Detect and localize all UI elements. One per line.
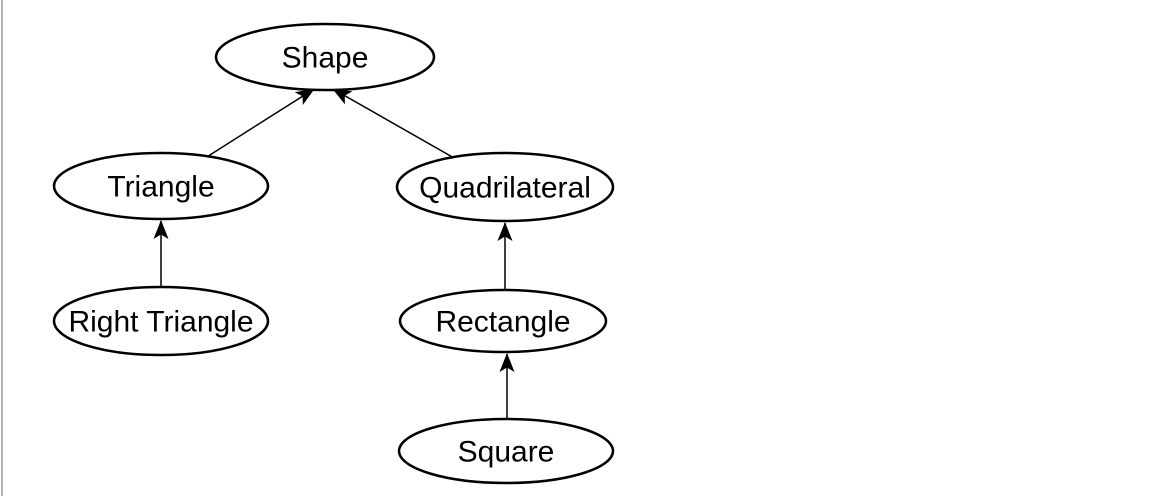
node-label-triangle: Triangle bbox=[107, 171, 214, 204]
node-ellipse-triangle bbox=[52, 151, 270, 221]
node-rectangle: Rectangle bbox=[398, 288, 608, 354]
node-ellipse-shape bbox=[214, 22, 436, 92]
node-ellipse-right-triangle bbox=[52, 285, 270, 357]
canvas-left-border bbox=[1, 0, 3, 496]
node-square: Square bbox=[397, 417, 615, 485]
node-ellipse-square bbox=[397, 417, 615, 485]
node-quadrilateral: Quadrilateral bbox=[395, 151, 615, 223]
node-triangle: Triangle bbox=[52, 151, 270, 221]
edges-layer bbox=[153, 88, 515, 451]
node-ellipse-quadrilateral bbox=[395, 151, 615, 223]
node-shape: Shape bbox=[214, 22, 436, 92]
node-label-quadrilateral: Quadrilateral bbox=[419, 172, 591, 205]
node-label-square: Square bbox=[458, 436, 555, 469]
node-ellipse-rectangle bbox=[398, 288, 608, 354]
node-right-triangle: Right Triangle bbox=[52, 285, 270, 357]
node-label-right-triangle: Right Triangle bbox=[68, 306, 253, 339]
node-label-shape: Shape bbox=[282, 42, 369, 75]
node-label-rectangle: Rectangle bbox=[435, 306, 570, 339]
